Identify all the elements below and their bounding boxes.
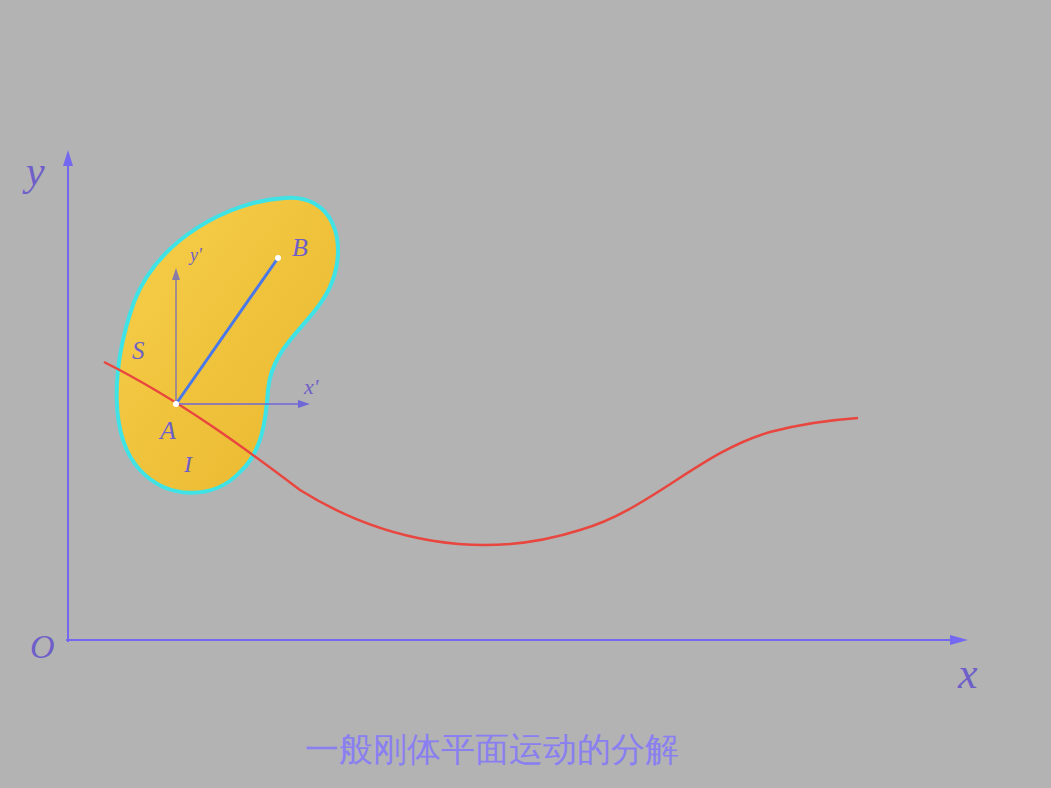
- axis-arrow: [950, 635, 968, 645]
- point-label: B: [292, 235, 308, 261]
- axis-name: y: [26, 150, 45, 192]
- axis-name: y': [190, 246, 202, 264]
- point-label: A: [160, 418, 176, 444]
- rigid-body: [117, 198, 338, 493]
- moving-x-axis: [176, 403, 300, 405]
- part-label: I: [184, 452, 192, 476]
- moving-y-axis: [175, 276, 177, 404]
- axis-name: x: [958, 652, 978, 696]
- caption: 一般刚体平面运动的分解: [305, 732, 679, 766]
- axis-arrow: [298, 400, 310, 408]
- axis-arrow: [172, 268, 180, 280]
- y-axis: [67, 158, 69, 642]
- point-b: [275, 255, 281, 261]
- axis-name: x': [304, 376, 318, 398]
- x-axis: [66, 639, 958, 641]
- trajectory-curve: [104, 362, 858, 545]
- segment-ab: [176, 258, 278, 404]
- point-label: S: [132, 338, 145, 363]
- axis-arrow: [63, 150, 73, 166]
- origin-label: O: [30, 630, 55, 664]
- point-a: [173, 401, 179, 407]
